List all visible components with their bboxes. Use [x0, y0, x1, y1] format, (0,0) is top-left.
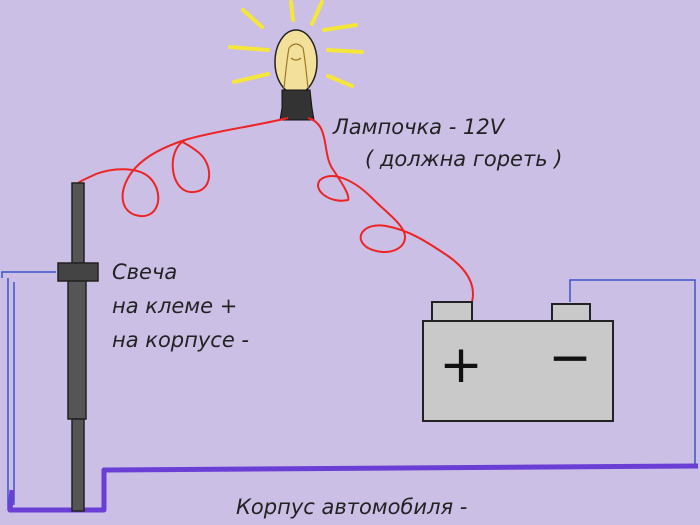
plug-label-minus: на корпусе -	[112, 328, 250, 352]
car-body-wire	[7, 463, 699, 513]
battery-minus-terminal	[551, 303, 591, 323]
battery-minus-symbol: −	[548, 328, 592, 388]
bulb-label: Лампочка - 12V	[333, 115, 505, 139]
battery-plus-terminal	[431, 301, 473, 323]
plug-label: Свеча	[112, 260, 178, 284]
red-wire-loop	[171, 139, 211, 194]
plug-label-plus: на клеме +	[112, 294, 238, 318]
ground-wire-battery	[569, 279, 696, 465]
battery: + −	[422, 301, 614, 422]
glow-plug	[57, 182, 99, 512]
bulb-label-note: ( должна гореть )	[365, 147, 563, 171]
ground-wire-left	[1, 271, 56, 510]
bulb-glass	[274, 29, 318, 95]
bulb-filament	[283, 43, 309, 89]
battery-body	[422, 320, 614, 422]
red-wire-battery	[307, 117, 474, 303]
battery-plus-symbol: +	[439, 335, 483, 395]
car-body-label: Корпус автомобиля -	[236, 495, 468, 519]
bulb-socket	[279, 89, 315, 121]
bulb-rays	[228, 0, 364, 88]
red-wire-plug	[77, 117, 289, 218]
